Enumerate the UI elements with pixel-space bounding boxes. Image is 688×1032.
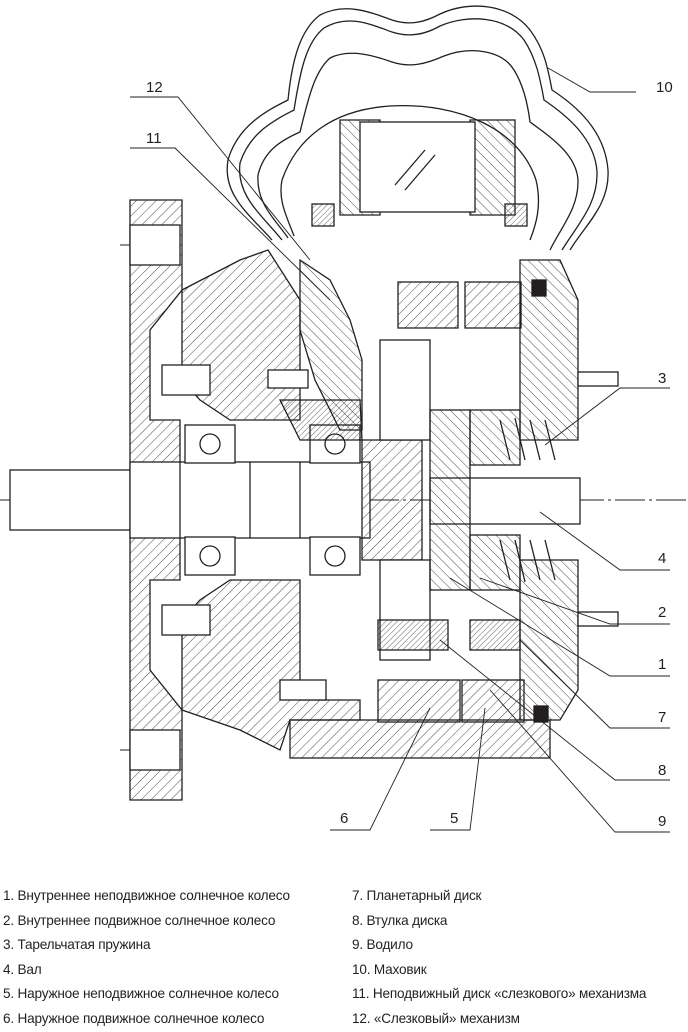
- cross-section-drawing: 10 12 11 3 4 2 1 7 8 9 6 5: [0, 5, 688, 833]
- callout-labels: 10 12 11 3 4 2 1 7 8 9 6 5: [146, 79, 673, 830]
- upper-planetary: [311, 119, 528, 329]
- callout-4: 4: [658, 550, 666, 567]
- callout-8: 8: [658, 762, 666, 779]
- legend-right: 7. Планетарный диск 8. Втулка диска 9. В…: [352, 884, 646, 1032]
- legend-item-3: 3. Тарельчатая пружина: [3, 937, 151, 953]
- callout-12: 12: [146, 79, 163, 96]
- legend-item-4: 4. Вал: [3, 961, 42, 977]
- housing: [181, 249, 579, 759]
- callout-1: 1: [658, 656, 666, 673]
- callout-11: 11: [146, 130, 162, 147]
- legend-item-6: 6. Наружное подвижное солнечное колесо: [3, 1010, 265, 1026]
- shaft: [9, 461, 581, 539]
- flywheel: [226, 5, 609, 251]
- legend-item-8: 8. Втулка диска: [352, 912, 448, 928]
- callout-6: 6: [340, 810, 348, 827]
- legend-item-2: 2. Внутреннее подвижное солнечное колесо: [3, 912, 276, 928]
- callout-5: 5: [450, 810, 458, 827]
- lower-planetary: [377, 619, 525, 723]
- callout-9: 9: [658, 813, 666, 830]
- callout-7: 7: [658, 709, 666, 726]
- legend-item-7: 7. Планетарный диск: [352, 888, 482, 903]
- legend-item-5: 5. Наружное неподвижное солнечное колесо: [3, 986, 279, 1002]
- legend-item-10: 10. Маховик: [352, 961, 427, 977]
- legend-item-1: 1. Внутреннее неподвижное солнечное коле…: [3, 888, 290, 903]
- legend-item-11: 11. Неподвижный диск «слезкового» механи…: [352, 986, 647, 1002]
- bolts: [161, 364, 619, 701]
- legend-item-12: 12. «Слезковый» механизм: [352, 1010, 520, 1026]
- callout-10: 10: [656, 79, 673, 96]
- callout-3: 3: [658, 370, 666, 387]
- teardrop-mechanism: [278, 258, 363, 441]
- callout-2: 2: [658, 604, 666, 621]
- disc-spring: [499, 417, 556, 583]
- legend-left: 1. Внутреннее неподвижное солнечное коле…: [3, 884, 290, 1032]
- leader-lines: [130, 67, 670, 833]
- legend-item-9: 9. Водило: [352, 937, 413, 953]
